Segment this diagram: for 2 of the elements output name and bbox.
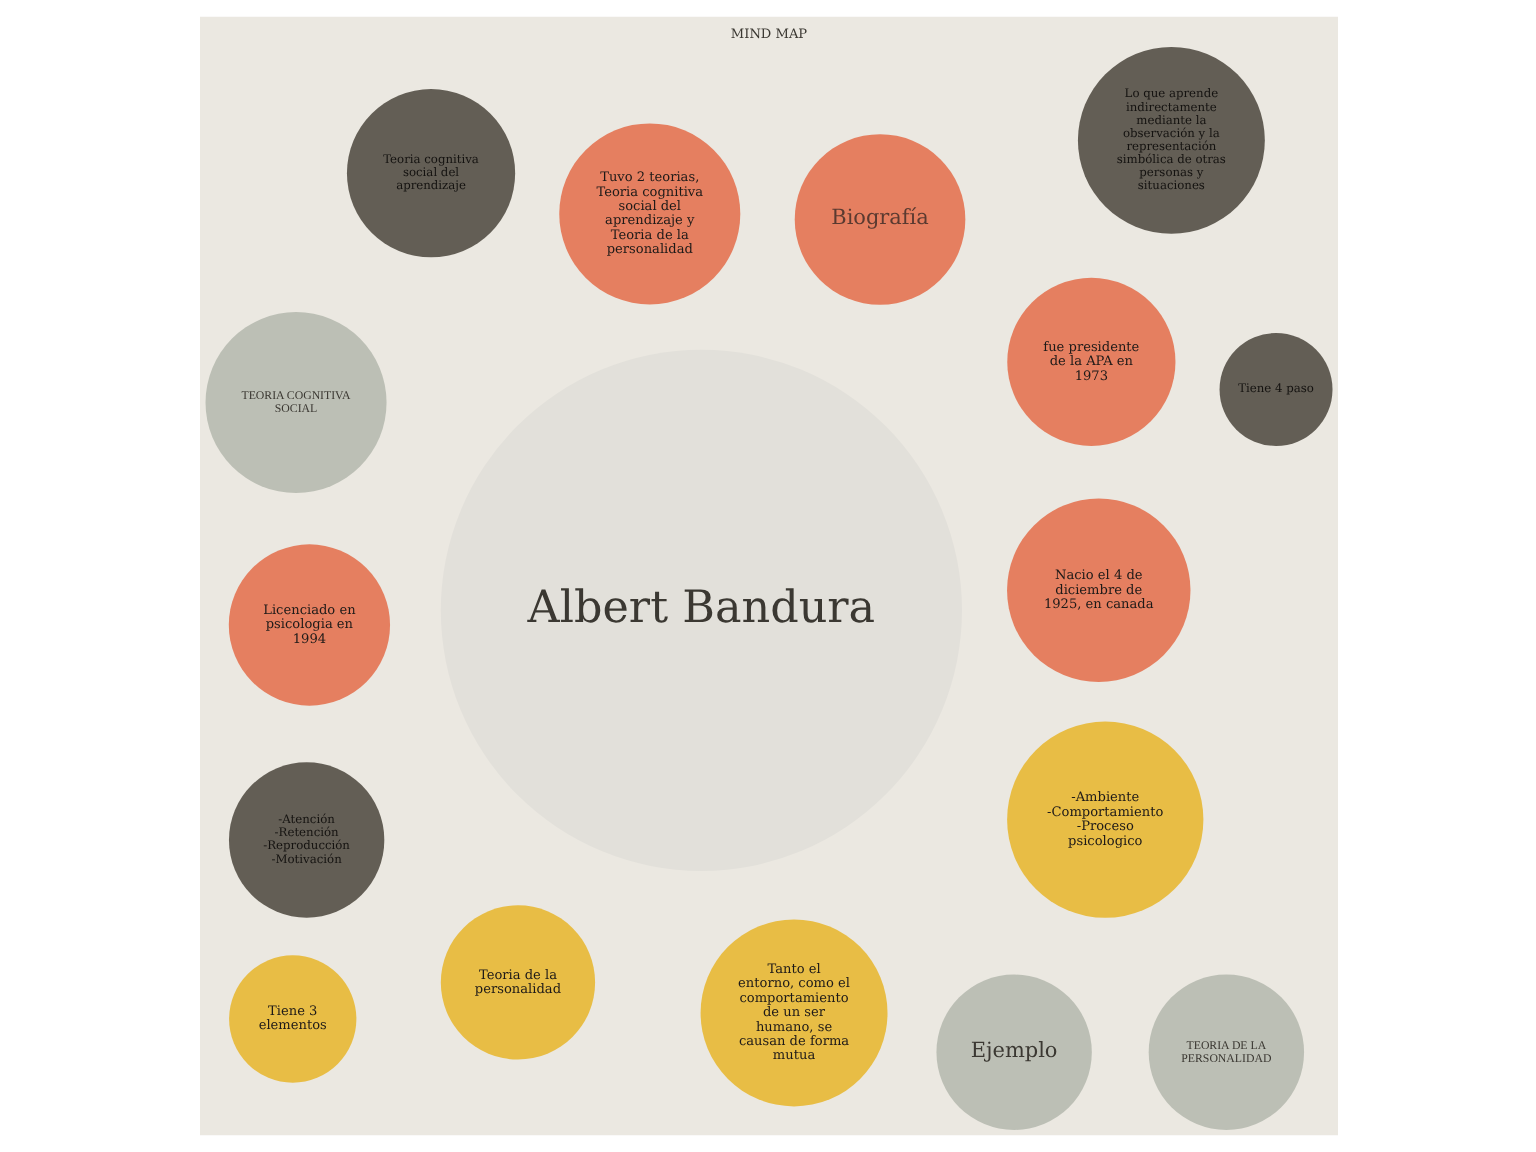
node-circle: Ejemplo [935, 974, 1091, 1130]
node-circle: Biografía [793, 134, 965, 305]
